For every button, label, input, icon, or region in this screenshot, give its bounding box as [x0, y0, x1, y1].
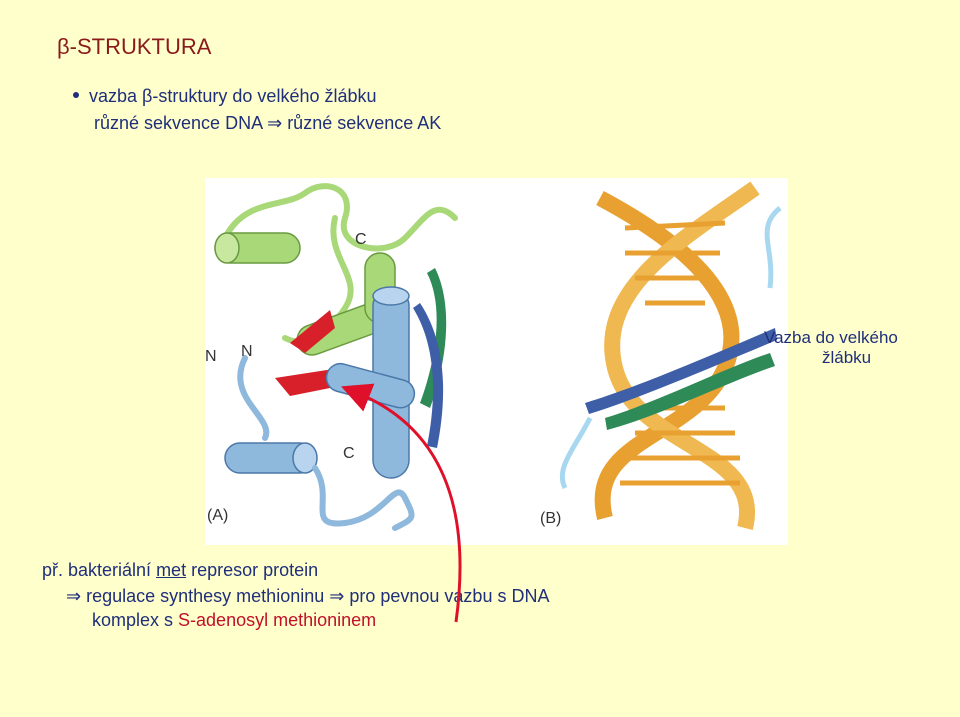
sequence-right: různé sekvence AK	[282, 113, 442, 133]
green-coil	[222, 183, 458, 252]
groove-note-line1: Vazba do velkého	[764, 328, 898, 347]
c-top-label: C	[355, 231, 367, 248]
sequence-relation: různé sekvence DNA ⇒ různé sekvence AK	[94, 113, 441, 134]
bullet-suffix: -struktury do velkého žlábku	[152, 86, 377, 106]
groove-note-line2: žlábku	[822, 348, 872, 367]
complex-text: komplex s	[92, 610, 179, 630]
example-line-3: komplex s S-adenosyl methioninem	[92, 610, 376, 631]
label-a: (A)	[207, 507, 228, 524]
example-line-1: př. bakteriální met represor protein	[42, 560, 318, 581]
n-left-label: N	[205, 348, 217, 365]
groove-note: Vazba do velkého žlábku	[764, 328, 898, 368]
binding-text: pro pevnou vazbu s DNA	[344, 586, 550, 606]
bullet-prefix: vazba	[89, 86, 143, 106]
example-prefix: př. bakteriální	[42, 560, 157, 580]
red-strand-1	[290, 310, 335, 353]
panel-a: C N N C (A)	[205, 183, 458, 531]
title-text: -STRUKTURA	[69, 34, 212, 59]
sequence-left: různé sekvence DNA	[94, 113, 268, 133]
blue-helix-2	[224, 442, 318, 474]
dna-blue-strand	[585, 328, 777, 414]
beta-symbol: β	[57, 34, 70, 59]
implies-icon-2: ⇒	[329, 586, 345, 607]
regulation-text: regulace synthesy methioninu	[81, 586, 330, 606]
protein-dna-figure: C N N C (A)	[205, 178, 788, 545]
dna-green-strand	[605, 353, 775, 430]
example-suffix: represor protein	[186, 560, 319, 580]
n-right-label: N	[241, 343, 253, 360]
sam-text: S-adenosyl methioninem	[178, 610, 377, 630]
slide-title: β-STRUKTURA	[57, 34, 211, 60]
green-helix-1	[214, 232, 301, 264]
label-b: (B)	[540, 510, 561, 527]
implies-icon-1: ⇒	[66, 586, 82, 607]
met-word: met	[156, 560, 187, 580]
bullet-dot-icon	[73, 92, 79, 99]
dna-coil	[559, 206, 782, 490]
implies-icon: ⇒	[267, 113, 283, 134]
panel-b: (B)	[540, 181, 782, 530]
example-line-2: ⇒ regulace synthesy methioninu ⇒ pro pev…	[66, 586, 549, 607]
c-bottom-label: C	[343, 445, 355, 462]
figure-svg: C N N C (A)	[205, 181, 782, 531]
bullet-item: vazba β-struktury do velkého žlábku	[73, 86, 377, 107]
bullet-beta-symbol: β	[142, 86, 153, 106]
dna-backbone-2	[604, 181, 760, 530]
